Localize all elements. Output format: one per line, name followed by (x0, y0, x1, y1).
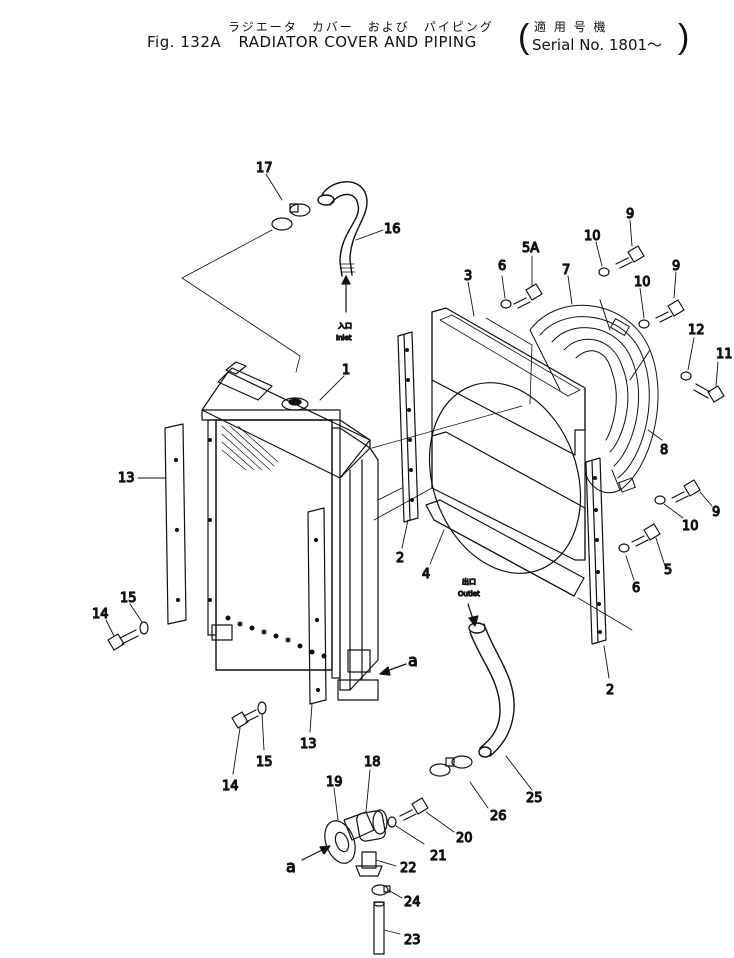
alignment-lines (181, 229, 633, 631)
radiator-cover-3 (428, 307, 586, 574)
callout-19: 19 (326, 775, 343, 790)
bolt-14-left (107, 629, 139, 651)
shroud-4 (425, 499, 585, 597)
callout-14-left: 14 (92, 607, 109, 622)
callout-3: 3 (464, 269, 472, 284)
callout-5a: 5A (522, 241, 539, 256)
serial-block: ( 適 用 号 機 Serial No. 1801～ ) (518, 18, 690, 58)
inlet-label: Inlet (336, 334, 352, 342)
washer-15-front (257, 701, 267, 715)
callout-25: 25 (526, 791, 543, 806)
callout-2-right: 2 (606, 683, 614, 698)
callout-12: 12 (688, 323, 705, 338)
serial-japanese: 適 用 号 機 (534, 20, 608, 34)
callout-18: 18 (364, 755, 381, 770)
callout-23: 23 (404, 933, 421, 948)
figure-title: Fig. 132A RADIATOR COVER AND PIPING (147, 33, 477, 51)
washer-10-a (598, 267, 610, 277)
callout-11: 11 (716, 347, 733, 362)
washer-10-b (638, 319, 650, 329)
callout-13-left: 13 (118, 471, 135, 486)
figure-number: Fig. 132A (147, 33, 222, 51)
gasket-19 (324, 820, 356, 864)
side-plate-13-front (307, 507, 327, 705)
clamp-24 (371, 884, 391, 896)
leader-lines (105, 173, 719, 935)
bolt-9-a (615, 245, 645, 269)
paren-close-icon: ) (678, 18, 690, 56)
fan-guard-7-8 (529, 299, 659, 493)
bolt-20 (399, 797, 429, 821)
callout-2-left: 2 (396, 551, 404, 566)
inlet-label-jp: 入口 (338, 322, 352, 330)
drain-cock-22 (355, 851, 383, 877)
side-plate-13-left (164, 423, 187, 625)
bolt-14-front (231, 709, 259, 729)
bracket-2-left (397, 331, 419, 523)
ref-a-arrow-left-icon (301, 845, 331, 861)
hose-25 (468, 622, 515, 758)
figure-title-text: RADIATOR COVER AND PIPING (238, 33, 477, 51)
callout-6-lower: 6 (632, 581, 640, 596)
callout-15-front: 15 (256, 755, 273, 770)
drain-hose-23 (373, 901, 385, 955)
washer-6-lower (618, 543, 630, 553)
callout-26: 26 (490, 809, 507, 824)
callout-16: 16 (384, 222, 401, 237)
clamp-26 (429, 755, 473, 777)
radiator-drawing (201, 361, 379, 701)
callout-8: 8 (660, 443, 668, 458)
bolt-5a (513, 283, 543, 309)
washer-21 (387, 816, 397, 828)
callout-24: 24 (404, 895, 421, 910)
callout-5: 5 (664, 563, 672, 578)
washer-15-left (139, 621, 149, 635)
callout-4: 4 (422, 567, 430, 582)
callout-9-middle: 9 (672, 259, 680, 274)
callout-21: 21 (430, 849, 447, 864)
callout-20: 20 (456, 831, 473, 846)
callout-7: 7 (562, 263, 570, 278)
callout-6-upper: 6 (498, 259, 506, 274)
callout-13-front: 13 (300, 737, 317, 752)
ref-a-left: a (286, 857, 296, 876)
washer-12 (680, 371, 692, 381)
bolt-9-b (655, 299, 685, 323)
callout-10-bottom: 10 (682, 519, 699, 534)
flow-annotations: 入口 Inlet 出口 Outlet a a (285, 321, 480, 876)
washer-6-upper (500, 299, 512, 309)
outlet-label: Outlet (458, 590, 480, 598)
washer-10-c (654, 495, 666, 505)
callout-10-middle: 10 (634, 275, 651, 290)
serial-number: Serial No. 1801～ (532, 36, 663, 54)
bolt-5 (631, 523, 661, 547)
clamp-17 (271, 203, 311, 231)
ref-a-right: a (408, 651, 418, 670)
callout-10-top: 10 (584, 229, 601, 244)
callout-1: 1 (342, 363, 350, 378)
callout-labels: 1 2 2 3 4 5 5A 6 6 7 8 9 9 9 10 10 10 11… (91, 160, 733, 948)
callout-9-top: 9 (626, 207, 634, 222)
title-japanese: ラジエータ カバー および パイピング (228, 20, 494, 34)
bracket-2-right (585, 457, 607, 645)
outlet-pipe-18 (343, 809, 388, 842)
callout-17: 17 (256, 161, 273, 176)
callout-15-left: 15 (120, 591, 137, 606)
outlet-arrow-icon (467, 603, 479, 627)
ref-a-arrow-right-icon (379, 663, 407, 676)
callout-9-bottom: 9 (712, 505, 720, 520)
inlet-arrow-icon (341, 275, 351, 313)
callout-22: 22 (400, 861, 417, 876)
bolt-11 (693, 383, 725, 403)
bolt-9-c (671, 479, 701, 503)
hose-16 (317, 181, 368, 277)
outlet-label-jp: 出口 (462, 577, 476, 586)
callout-14-front: 14 (222, 779, 239, 794)
paren-open-icon: ( (518, 18, 530, 56)
